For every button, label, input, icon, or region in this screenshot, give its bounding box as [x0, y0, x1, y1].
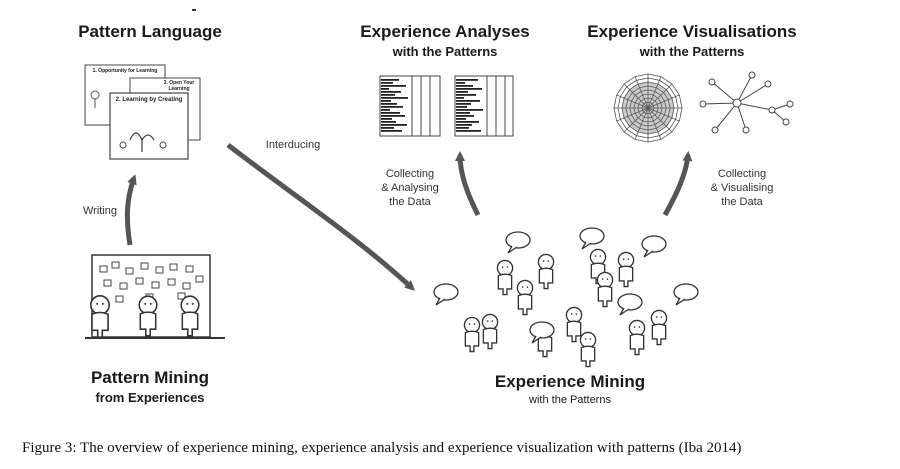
person-figure — [516, 279, 534, 316]
experience-visualisations-title: Experience Visualisations — [587, 22, 797, 41]
speech-bubbles — [433, 227, 699, 344]
pattern-mining-subtitle: from Experiences — [95, 390, 205, 405]
introducing-label: Interducing — [265, 139, 321, 151]
experience-analyses-title: Experience Analyses — [360, 22, 530, 41]
figure-caption: Figure 3: The overview of experience min… — [22, 440, 742, 456]
writing-label: Writing — [82, 205, 118, 217]
card-1-title: 1. Opportunity for Learning — [92, 68, 158, 74]
person-figure — [180, 295, 200, 337]
collecting-analysing-line-1: Collecting — [385, 168, 435, 180]
network-graph — [699, 71, 794, 134]
person-figure — [537, 253, 555, 290]
person-figure — [565, 306, 583, 343]
speech-bubble — [529, 321, 555, 344]
radar-chart — [613, 73, 683, 143]
pattern-language-title: Pattern Language — [78, 22, 222, 41]
person-figure — [628, 319, 646, 356]
pattern-cards — [84, 64, 201, 160]
person-figure — [617, 251, 635, 288]
experience-visualisations-subtitle: with the Patterns — [639, 44, 745, 59]
analysing-arrow — [455, 151, 481, 217]
collecting-analysing-line-2: & Analysing — [381, 182, 439, 194]
person-figure — [481, 313, 499, 350]
collecting-visualising-line-3: the Data — [721, 196, 763, 208]
collecting-analysing-label: Collecting & Analysing the Data — [370, 167, 450, 209]
person-figure — [138, 295, 158, 337]
person-figure — [463, 316, 481, 353]
experience-analyses-subtitle: with the Patterns — [392, 44, 498, 59]
person-figure — [496, 259, 514, 296]
analysis-tables — [379, 75, 514, 137]
speech-bubble — [617, 293, 643, 316]
collecting-visualising-label: Collecting & Visualising the Data — [700, 167, 784, 209]
pattern-mining-title: Pattern Mining — [90, 368, 210, 387]
person-figure — [89, 294, 111, 339]
speech-bubble — [673, 283, 699, 306]
collecting-analysing-line-3: the Data — [389, 196, 431, 208]
card-2-title: 2. Learning by Creating — [115, 97, 183, 103]
visualising-arrow — [662, 151, 693, 217]
card-3-title: 3. Open Your Learning — [163, 80, 195, 92]
collecting-visualising-line-1: Collecting — [717, 168, 767, 180]
person-figure — [650, 309, 668, 346]
speech-bubble — [505, 231, 531, 254]
speech-bubble — [579, 227, 605, 250]
pattern-card-2 — [109, 92, 189, 160]
experience-mining-subtitle: with the Patterns — [529, 394, 611, 406]
experience-mining-title: Experience Mining — [494, 372, 646, 391]
writing-arrow — [124, 174, 137, 246]
person-figure — [579, 331, 597, 368]
collecting-visualising-line-2: & Visualising — [710, 182, 774, 194]
speech-bubble — [641, 235, 667, 258]
person-figure — [596, 271, 614, 308]
speech-bubble — [433, 283, 459, 306]
person-figure — [589, 248, 607, 285]
introducing-arrow — [226, 143, 415, 291]
